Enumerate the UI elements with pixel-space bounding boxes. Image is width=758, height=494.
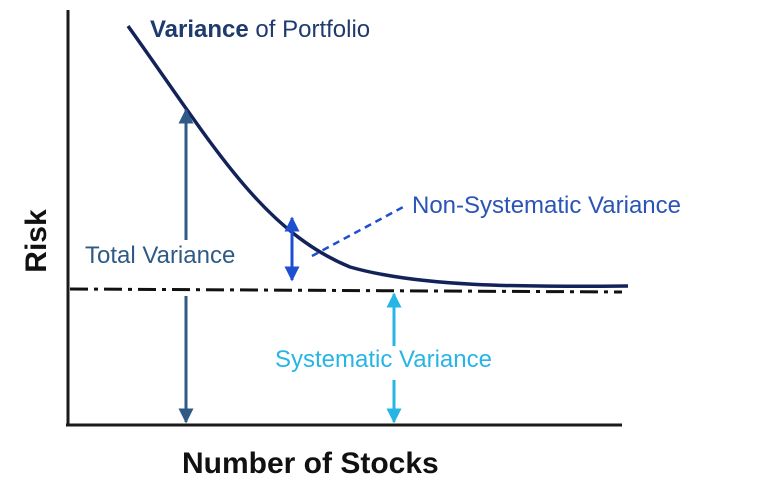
curve-title-rest: of Portfolio xyxy=(248,16,371,43)
non-systematic-label: Non-Systematic Variance xyxy=(412,192,681,219)
y-axis-label: Risk xyxy=(20,209,53,273)
systematic-risk-line xyxy=(69,287,623,294)
curve-title-bold: Variance xyxy=(150,16,249,43)
non-systematic-pointer xyxy=(311,204,406,258)
x-axis-label: Number of Stocks xyxy=(182,447,439,480)
portfolio-variance-curve xyxy=(126,24,629,289)
total-variance-label: Total Variance xyxy=(85,242,236,269)
curve-title: Variance of Portfolio xyxy=(150,18,370,42)
systematic-variance-label: Systematic Variance xyxy=(275,346,492,373)
